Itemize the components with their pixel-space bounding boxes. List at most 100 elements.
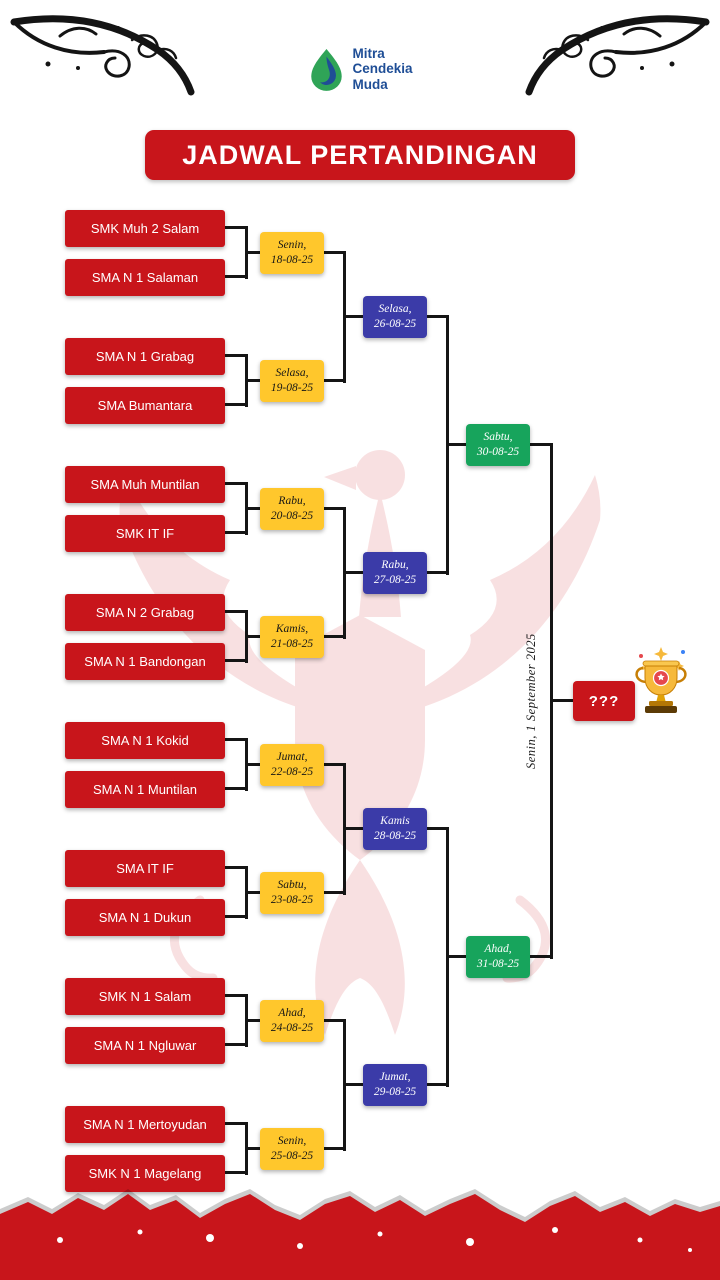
connector-line (324, 635, 346, 638)
team-box: SMA N 1 Salaman (65, 259, 225, 296)
logo: Mitra Cendekia Muda (307, 46, 413, 92)
connector-line (225, 787, 248, 790)
connector-line (344, 315, 363, 318)
match-date: 18-08-25 (270, 254, 314, 266)
connector-line (530, 955, 553, 958)
team-box: SMK N 1 Magelang (65, 1155, 225, 1192)
connector-line (225, 994, 248, 997)
match-date-round2: Selasa, 26-08-25 (363, 296, 427, 338)
connector-line (225, 738, 248, 741)
connector-line (225, 915, 248, 918)
match-date-round1: Senin, 25-08-25 (260, 1128, 324, 1170)
match-day: Rabu, (381, 559, 409, 572)
logo-line: Mitra (352, 46, 385, 62)
match-date-round3: Sabtu, 30-08-25 (466, 424, 530, 466)
match-day: Kamis, (275, 623, 309, 636)
match-date: 29-08-25 (373, 1086, 417, 1098)
team-box: SMA N 1 Dukun (65, 899, 225, 936)
connector-line (246, 507, 260, 510)
match-day: Rabu, (278, 495, 306, 508)
connector-line (225, 275, 248, 278)
match-day: Jumat, (276, 751, 308, 764)
team-box: SMA IT IF (65, 850, 225, 887)
team-box: SMA N 1 Muntilan (65, 771, 225, 808)
connector-line (324, 891, 346, 894)
team-box: SMA N 2 Grabag (65, 594, 225, 631)
match-date-round2: Rabu, 27-08-25 (363, 552, 427, 594)
match-day: Senin, (277, 1135, 307, 1148)
team-box: SMA N 1 Mertoyudan (65, 1106, 225, 1143)
connector-line (447, 443, 466, 446)
connector-line (324, 251, 346, 254)
match-date-round2: Kamis 28-08-25 (363, 808, 427, 850)
match-day: Selasa, (275, 367, 309, 380)
connector-line (324, 1147, 346, 1150)
page-title: JADWAL PERTANDINGAN (182, 139, 538, 170)
connector-line (551, 699, 573, 702)
connector-line (246, 1147, 260, 1150)
match-date-round1: Ahad, 24-08-25 (260, 1000, 324, 1042)
connector-line (324, 379, 346, 382)
match-date-round3: Ahad, 31-08-25 (466, 936, 530, 978)
connector-line (447, 955, 466, 958)
logo-line: Muda (352, 76, 388, 92)
match-date: 28-08-25 (373, 830, 417, 842)
match-date: 26-08-25 (373, 318, 417, 330)
match-day: Selasa, (378, 303, 412, 316)
team-box: SMK IT IF (65, 515, 225, 552)
match-day: Sabtu, (483, 431, 513, 444)
logo-text: Mitra Cendekia Muda (352, 46, 412, 91)
match-date: 25-08-25 (270, 1150, 314, 1162)
connector-line (344, 571, 363, 574)
team-box: SMA Bumantara (65, 387, 225, 424)
match-day: Sabtu, (277, 879, 307, 892)
match-date-round1: Sabtu, 23-08-25 (260, 872, 324, 914)
match-day: Kamis (380, 815, 410, 828)
match-date: 19-08-25 (270, 382, 314, 394)
connector-line (225, 659, 248, 662)
logo-line: Cendekia (352, 61, 413, 77)
torn-paper-edge (0, 1180, 720, 1280)
connector-line (225, 610, 248, 613)
match-date: 23-08-25 (270, 894, 314, 906)
title-banner: JADWAL PERTANDINGAN (145, 130, 575, 180)
team-box: SMK Muh 2 Salam (65, 210, 225, 247)
connector-line (324, 507, 346, 510)
connector-line (246, 763, 260, 766)
connector-line (530, 443, 553, 446)
match-day: Ahad, (484, 943, 512, 956)
match-date: 21-08-25 (270, 638, 314, 650)
corner-flourish-left-icon (8, 12, 198, 110)
connector-line (427, 1083, 449, 1086)
connector-line (246, 379, 260, 382)
team-box: SMA Muh Muntilan (65, 466, 225, 503)
match-day: Senin, (277, 239, 307, 252)
connector-line (225, 531, 248, 534)
connector-line (225, 866, 248, 869)
connector-line (225, 1043, 248, 1046)
match-date-round2: Jumat, 29-08-25 (363, 1064, 427, 1106)
match-date: 22-08-25 (270, 766, 314, 778)
connector-line (324, 1019, 346, 1022)
connector-line (225, 482, 248, 485)
connector-line (427, 315, 449, 318)
team-box: SMA N 1 Grabag (65, 338, 225, 375)
connector-line (246, 635, 260, 638)
corner-flourish-right-icon (522, 12, 712, 110)
connector-line (246, 251, 260, 254)
connector-line (225, 403, 248, 406)
match-date: 24-08-25 (270, 1022, 314, 1034)
connector-line (344, 1083, 363, 1086)
match-date-round1: Kamis, 21-08-25 (260, 616, 324, 658)
match-date-round1: Senin, 18-08-25 (260, 232, 324, 274)
team-box: SMK N 1 Salam (65, 978, 225, 1015)
trophy-icon (631, 645, 691, 717)
match-day: Jumat, (379, 1071, 411, 1084)
match-date-round1: Selasa, 19-08-25 (260, 360, 324, 402)
connector-line (246, 891, 260, 894)
connector-line (344, 827, 363, 830)
connector-line (246, 1019, 260, 1022)
match-day: Ahad, (278, 1007, 306, 1020)
connector-line (225, 1122, 248, 1125)
team-box: SMA N 1 Ngluwar (65, 1027, 225, 1064)
